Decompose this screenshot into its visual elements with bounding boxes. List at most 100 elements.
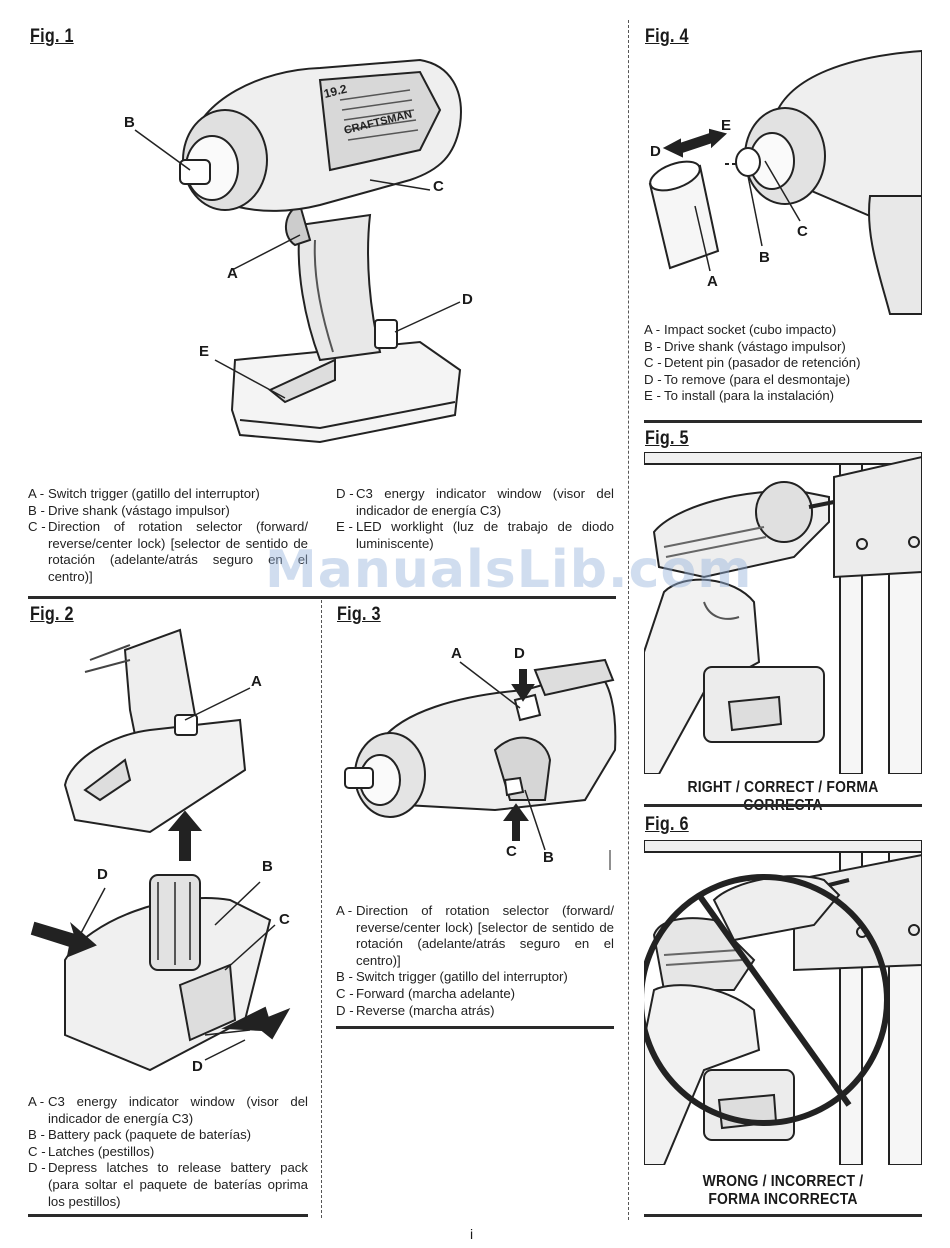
legend-item: C -Latches (pestillos): [28, 1144, 308, 1161]
legend-key: A -: [28, 486, 45, 501]
fig4-callout-d: D: [650, 143, 661, 160]
legend-text: C3 energy indicator window (visor del in…: [48, 1094, 308, 1126]
fig3-callout-b: B: [543, 849, 554, 866]
fig2-callout-a: A: [251, 673, 262, 690]
column-divider-right: [628, 20, 629, 1220]
fig4-callout-b: B: [759, 249, 770, 266]
legend-key: B -: [28, 502, 45, 518]
legend-key: B -: [28, 1127, 45, 1143]
fig5-caption: RIGHT / CORRECT / FORMA CORRECTA: [687, 779, 879, 814]
watermark: ManualsLib.com: [265, 540, 753, 600]
legend-text: Depress latches to release battery pack …: [48, 1160, 308, 1209]
legend-item: C -Detent pin (pasador de retención): [644, 355, 924, 372]
legend-item: C -Direction of rotation selector (forwa…: [28, 519, 308, 585]
legend-key: E -: [336, 519, 353, 535]
fig1-voltage-label: 19.2: [322, 82, 348, 101]
fig5-bottom-rule: [644, 804, 922, 807]
legend-item: B -Battery pack (paquete de baterías): [28, 1127, 308, 1144]
fig3-rotation-selector-illustration: [344, 658, 617, 870]
legend-text: Impact socket (cubo impacto): [664, 322, 837, 337]
fig3-callout-d: D: [514, 645, 525, 662]
legend-key: D -: [336, 486, 354, 501]
legend-text: LED worklight (luz de trabajo de diodo l…: [356, 519, 614, 551]
legend-item: B -Switch trigger (gatillo del interrupt…: [336, 969, 614, 986]
fig2-callout-d-lower: D: [192, 1058, 203, 1075]
fig1-title: Fig. 1: [30, 26, 74, 47]
fig1-legend-right: D -C3 energy indicator window (visor del…: [336, 486, 614, 552]
legend-key: A -: [336, 903, 353, 918]
fig4-legend: A -Impact socket (cubo impacto) B -Drive…: [644, 322, 924, 405]
legend-key: C -: [644, 355, 662, 371]
fig3-callout-a: A: [451, 645, 462, 662]
legend-key: C -: [28, 519, 46, 535]
fig3-bottom-rule: [336, 1026, 614, 1029]
fig6-caption-line1: WRONG / INCORRECT /: [702, 1173, 864, 1190]
fig4-title: Fig. 4: [645, 26, 689, 47]
fig4-bottom-rule: [644, 420, 922, 423]
fig1-callout-a: A: [227, 265, 238, 282]
fig4-callout-a: A: [707, 273, 718, 290]
legend-key: D -: [644, 371, 662, 387]
fig5-title: Fig. 5: [645, 428, 689, 449]
fig2-bottom-rule: [28, 1214, 308, 1217]
legend-item: E -To install (para la instalación): [644, 388, 924, 405]
fig6-incorrect-grip-illustration: [644, 840, 922, 1165]
fig5-correct-grip-illustration: [644, 452, 922, 774]
legend-text: To install (para la instalación): [664, 388, 835, 404]
fig3-callout-c: C: [506, 843, 517, 860]
legend-key: C -: [28, 1143, 46, 1159]
legend-key: E -: [644, 388, 661, 404]
fig1-impact-driver-illustration: CRAFTSMAN 19.2: [134, 58, 462, 444]
legend-text: Direction of rotation selector (forward/…: [356, 903, 614, 968]
fig2-battery-removal-illustration: [30, 628, 291, 1072]
column-divider-left: [321, 600, 322, 1218]
fig1-callout-c: C: [433, 178, 444, 195]
legend-item: B -Drive shank (vástago impulsor): [644, 339, 924, 356]
fig2-callout-c: C: [279, 911, 290, 928]
legend-item: D -Reverse (marcha atrás): [336, 1003, 614, 1020]
legend-text: Drive shank (vástago impulsor): [664, 338, 846, 354]
legend-text: C3 energy indicator window (visor del in…: [356, 486, 614, 518]
legend-key: B -: [336, 969, 353, 985]
fig2-callout-d: D: [97, 866, 108, 883]
legend-text: To remove (para el desmontaje): [664, 371, 851, 387]
legend-text: Forward (marcha adelante): [356, 985, 516, 1001]
legend-key: B -: [644, 338, 661, 354]
legend-text: Drive shank (vástago impulsor): [48, 502, 230, 518]
legend-text: Detent pin (pasador de retención): [664, 355, 861, 371]
fig6-caption-line2: FORMA INCORRECTA: [708, 1191, 858, 1208]
legend-item: B -Drive shank (vástago impulsor): [28, 503, 308, 520]
fig1-callout-e: E: [199, 343, 210, 360]
fig2-title: Fig. 2: [30, 604, 74, 625]
legend-text: Reverse (marcha atrás): [356, 1002, 495, 1018]
legend-key: A -: [644, 322, 661, 337]
fig1-bottom-rule: [28, 596, 616, 599]
legend-item: C -Forward (marcha adelante): [336, 986, 614, 1003]
legend-key: D -: [336, 1002, 354, 1018]
legend-key: D -: [28, 1160, 46, 1176]
legend-item: E -LED worklight (luz de trabajo de diod…: [336, 519, 614, 552]
fig1-callout-d: D: [462, 291, 473, 308]
fig4-callout-c: C: [797, 223, 808, 240]
legend-key: A -: [28, 1094, 45, 1109]
fig2-legend: A -C3 energy indicator window (visor del…: [28, 1094, 308, 1210]
fig6-bottom-rule: [644, 1214, 922, 1217]
legend-item: A -Direction of rotation selector (forwa…: [336, 903, 614, 969]
legend-item: A -C3 energy indicator window (visor del…: [28, 1094, 308, 1127]
fig2-callout-b: B: [262, 858, 273, 875]
legend-text: Battery pack (paquete de baterías): [48, 1127, 252, 1143]
legend-item: A -Switch trigger (gatillo del interrupt…: [28, 486, 308, 503]
legend-text: Switch trigger (gatillo del interruptor): [48, 486, 260, 501]
fig6-title: Fig. 6: [645, 814, 689, 835]
fig3-title: Fig. 3: [337, 604, 381, 625]
legend-text: Latches (pestillos): [48, 1143, 155, 1159]
fig4-callout-e: E: [721, 117, 732, 134]
legend-text: Switch trigger (gatillo del interruptor): [356, 969, 568, 985]
legend-item: D -Depress latches to release battery pa…: [28, 1160, 308, 1210]
page-number: i: [470, 1226, 474, 1242]
legend-item: A -Impact socket (cubo impacto): [644, 322, 924, 339]
fig1-callout-b: B: [124, 114, 135, 131]
fig4-socket-install-illustration: [648, 49, 922, 315]
legend-text: Direction of rotation selector (forward/…: [48, 519, 308, 584]
legend-item: D -To remove (para el desmontaje): [644, 372, 924, 389]
